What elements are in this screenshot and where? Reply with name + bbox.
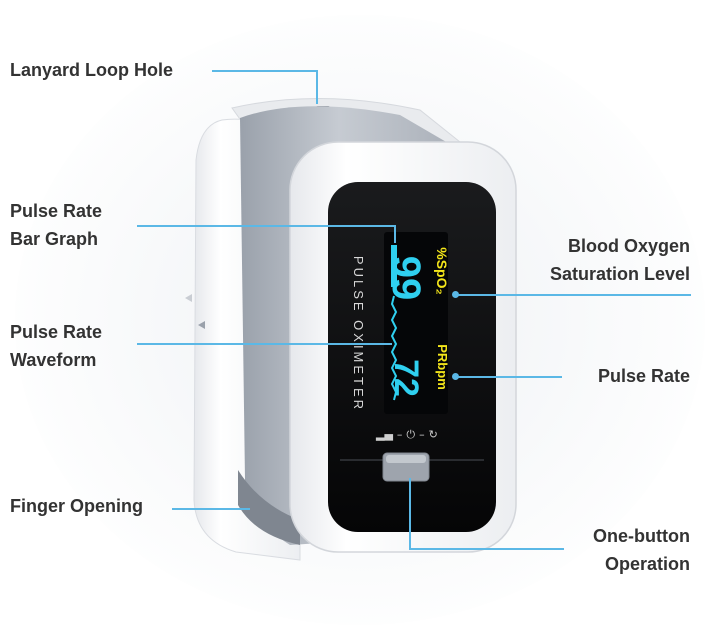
rotate-icon: ↻ xyxy=(428,428,438,441)
pr-value: 72 xyxy=(387,359,425,397)
callout-line-finger-h xyxy=(172,508,250,510)
callout-dot-spo2 xyxy=(452,291,459,298)
callout-line-spo2-h xyxy=(455,294,691,296)
callout-line-button-v xyxy=(409,478,411,549)
callout-line-lanyard-h xyxy=(212,70,317,72)
oled-display xyxy=(384,232,448,414)
callout-line-button-h xyxy=(409,548,564,550)
label-blood-oxygen-1: Blood Oxygen xyxy=(567,236,690,256)
callout-dot-pr xyxy=(452,373,459,380)
pulse-waveform xyxy=(390,295,398,401)
label-pulse-rate-bar-graph-2: Bar Graph xyxy=(10,229,99,249)
label-one-button-1: One-button xyxy=(593,526,690,546)
label-finger-opening: Finger Opening xyxy=(10,496,143,516)
side-arrow-upper xyxy=(185,294,192,302)
label-pulse-rate-waveform-1: Pulse Rate xyxy=(10,322,103,342)
finger-opening xyxy=(238,470,300,545)
callout-line-waveform-h xyxy=(137,343,392,345)
label-lanyard-loop-hole: Lanyard Loop Hole xyxy=(10,60,174,80)
callout-line-lanyard-v xyxy=(316,70,318,104)
label-pulse-rate-bar-graph-1: Pulse Rate xyxy=(10,201,103,221)
device-side-text: PULSE OXIMETER xyxy=(351,255,366,413)
spo2-label: %SpO₂ xyxy=(434,247,450,295)
label-blood-oxygen-2: Saturation Level xyxy=(549,264,690,284)
pr-label: PRbpm xyxy=(435,344,450,390)
pulse-bar-graph xyxy=(391,245,397,287)
dash-separator: – xyxy=(396,428,403,441)
label-one-button-2: Operation xyxy=(604,554,690,574)
power-icon: ⏻ xyxy=(406,428,416,441)
callout-line-bargraph-h xyxy=(137,225,396,227)
one-button-top xyxy=(386,455,426,463)
callout-line-bargraph-v xyxy=(394,225,396,243)
side-arrow-lower xyxy=(198,321,205,329)
signal-icon: ▂▄ xyxy=(376,428,393,441)
dash-separator: – xyxy=(419,428,425,441)
spo2-value: 99 xyxy=(384,255,428,301)
label-pulse-rate-waveform-2: Waveform xyxy=(10,350,97,370)
callout-line-pr-h xyxy=(455,376,562,378)
label-pulse-rate: Pulse Rate xyxy=(597,366,690,386)
device-icon-row: ▂▄ – ⏻ – ↻ xyxy=(376,428,440,442)
